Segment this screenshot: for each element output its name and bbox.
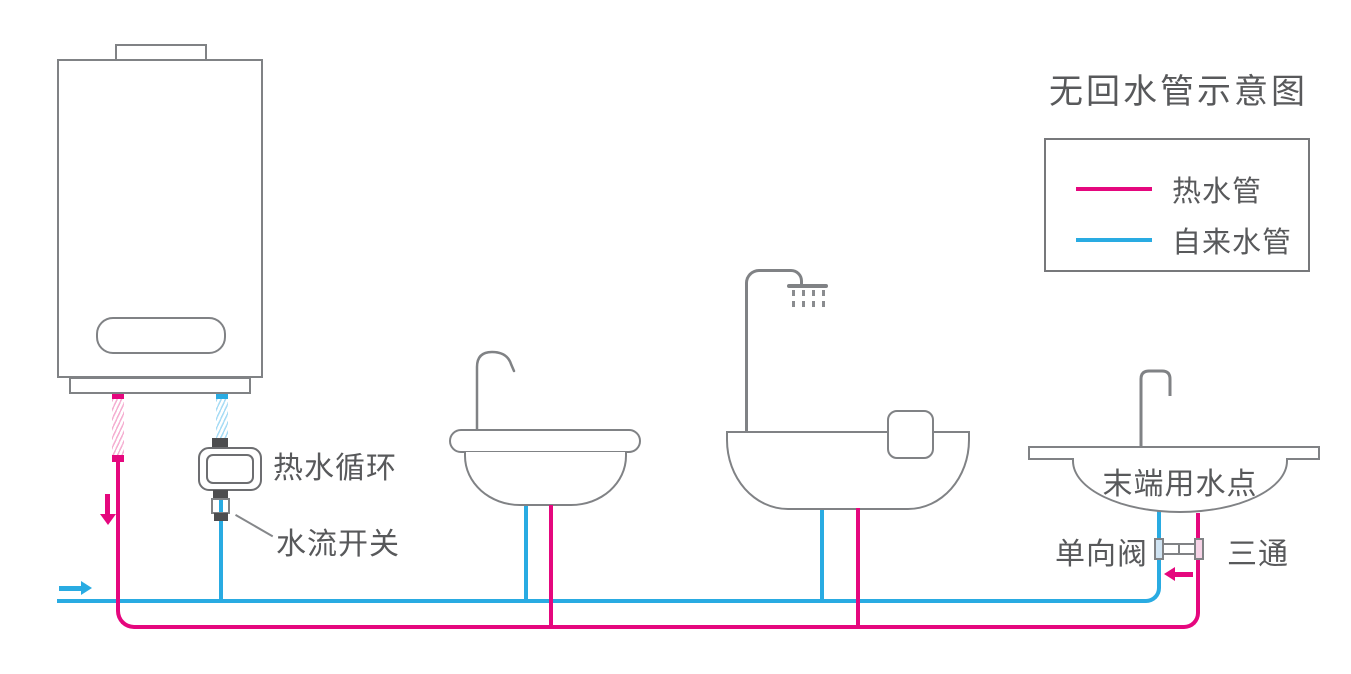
cold-pipe-legend-line — [1076, 238, 1152, 242]
hot-pipe-legend-label: 热水管 — [1172, 176, 1263, 208]
circulation-bottom-connector — [213, 490, 228, 499]
sink-rim — [449, 429, 641, 453]
spray-dash — [822, 290, 825, 296]
spray-dash — [812, 301, 815, 307]
cold-pipe-legend-label: 自来水管 — [1172, 227, 1293, 259]
check-valve-flange-hot — [1194, 538, 1204, 560]
check-valve-body — [1163, 543, 1195, 555]
circulation-top-connector — [212, 438, 228, 448]
check-valve-flange-cold — [1154, 538, 1164, 560]
return-flow-arrow-icon — [1164, 567, 1175, 581]
check-valve-label: 单向阀 — [1055, 538, 1148, 571]
spray-dash — [822, 301, 825, 307]
tee-label: 三通 — [1227, 538, 1289, 571]
flow-switch-bottom-connector — [214, 513, 228, 521]
cold-branch-circulation — [219, 497, 223, 601]
cold-flow-arrow-shaft — [59, 586, 81, 591]
end-use-point-label: 末端用水点 — [1102, 468, 1258, 501]
shower-arm-bend — [775, 269, 803, 285]
water-heater-display — [96, 317, 226, 354]
sink-faucet-icon — [475, 350, 516, 433]
hot-water-main-pipe-left — [116, 462, 816, 629]
spray-dash — [792, 290, 795, 296]
legend-row-hot: 热水管 — [1076, 172, 1262, 208]
legend: 热水管 自来水管 — [1044, 138, 1310, 272]
hot-pipe-legend-line — [1076, 187, 1152, 191]
flow-switch-label: 水流开关 — [276, 528, 400, 561]
hot-flow-arrow-shaft — [105, 494, 110, 514]
shower-riser-pipe — [745, 269, 791, 432]
water-heater-base — [69, 377, 251, 394]
spray-dash — [802, 301, 805, 307]
legend-row-cold: 自来水管 — [1076, 223, 1292, 259]
diagram-title: 无回水管示意图 — [1049, 73, 1308, 111]
hot-branch-sink — [549, 505, 553, 629]
hot-branch-bathtub — [856, 508, 860, 629]
end-sink-bowl: 末端用水点 — [1072, 458, 1288, 513]
spray-dash — [802, 290, 805, 296]
circulation-pump-panel — [206, 454, 254, 484]
hot-water-main-pipe-right — [816, 513, 1200, 629]
cold-branch-sink — [524, 505, 528, 600]
cold-flow-arrow-icon — [81, 581, 92, 595]
cold-inlet-tube — [216, 394, 228, 438]
cold-branch-bathtub — [820, 508, 824, 600]
spray-dash — [812, 290, 815, 296]
hot-outlet-tube — [112, 394, 124, 462]
hot-flow-arrow-icon — [100, 514, 116, 525]
circulation-label: 热水循环 — [273, 452, 397, 485]
spray-dash — [792, 301, 795, 307]
check-valve-tick — [1177, 545, 1181, 553]
return-flow-arrow-shaft — [1175, 572, 1193, 577]
bathtub-headrest — [887, 410, 934, 459]
shower-head-icon — [787, 284, 828, 288]
end-sink-faucet-icon — [1139, 369, 1172, 447]
